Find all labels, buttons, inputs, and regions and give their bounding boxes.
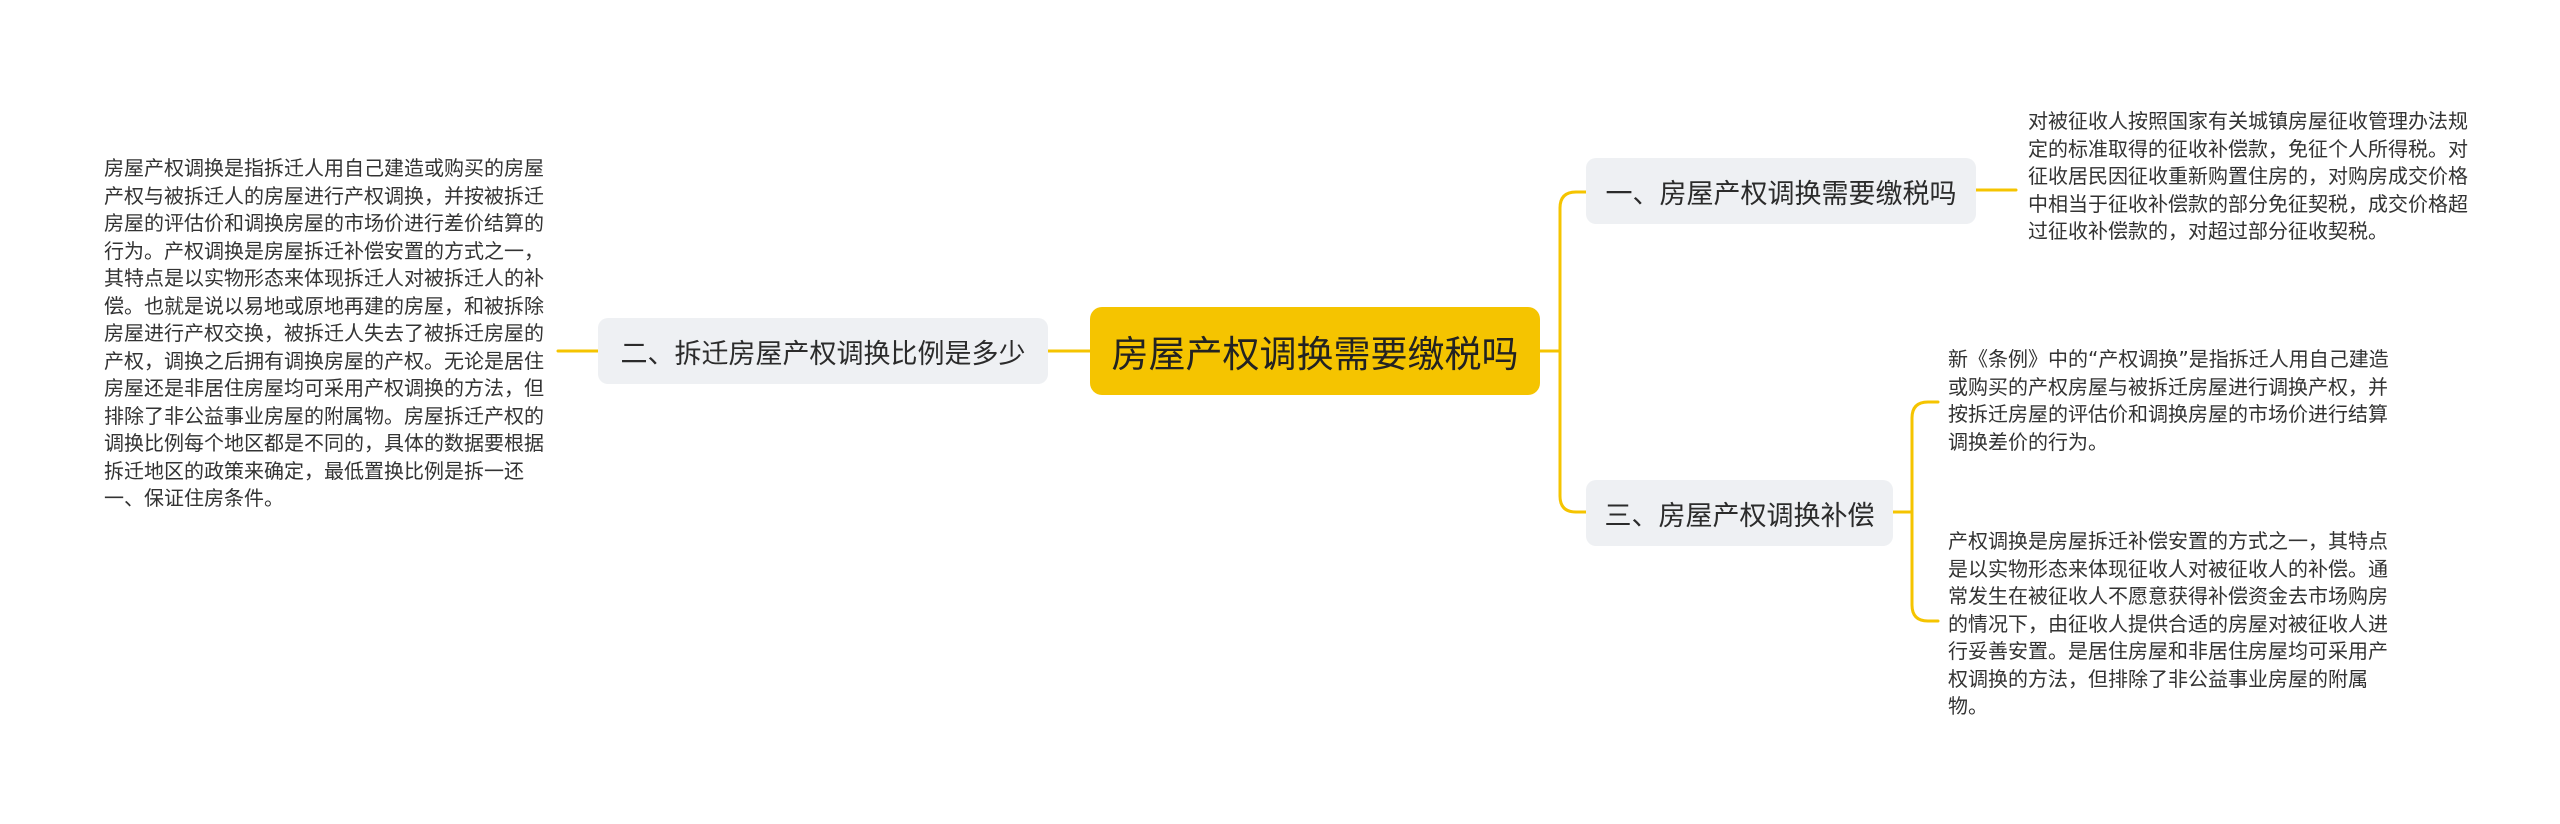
leaf-tax-note: 对被征收人按照国家有关城镇房屋征收管理办法规定的标准取得的征收补偿款，免征个人所… [2028,109,2468,243]
branch-ratio[interactable]: 二、拆迁房屋产权调换比例是多少 [598,318,1048,384]
branch-compensation-label: 三、房屋产权调换补偿 [1604,500,1875,532]
branch-compensation[interactable]: 三、房屋产权调换补偿 [1586,480,1893,546]
connector-to-b3 [1558,349,1588,514]
connector-b3-leaf1 [1910,400,1940,514]
connector-b3-leaf2 [1910,510,1940,623]
root-topic[interactable]: 房屋产权调换需要缴税吗 [1090,307,1540,395]
branch-ratio-label: 二、拆迁房屋产权调换比例是多少 [620,338,1026,370]
leaf-compensation-detail: 产权调换是房屋拆迁补偿安置的方式之一，其特点是以实物形态来体现征收人对被征收人的… [1948,529,2388,718]
branch-tax[interactable]: 一、房屋产权调换需要缴税吗 [1586,158,1976,224]
leaf-ratio-note: 房屋产权调换是指拆迁人用自己建造或购买的房屋产权与被拆迁人的房屋进行产权调换，并… [104,156,544,510]
branch-tax-label: 一、房屋产权调换需要缴税吗 [1605,178,1957,210]
connector-to-b1 [1558,190,1588,353]
root-topic-label: 房屋产权调换需要缴税吗 [1111,333,1519,376]
leaf-compensation-definition: 新《条例》中的“产权调换”是指拆迁人用自己建造或购买的产权房屋与被拆迁房屋进行调… [1948,347,2389,454]
